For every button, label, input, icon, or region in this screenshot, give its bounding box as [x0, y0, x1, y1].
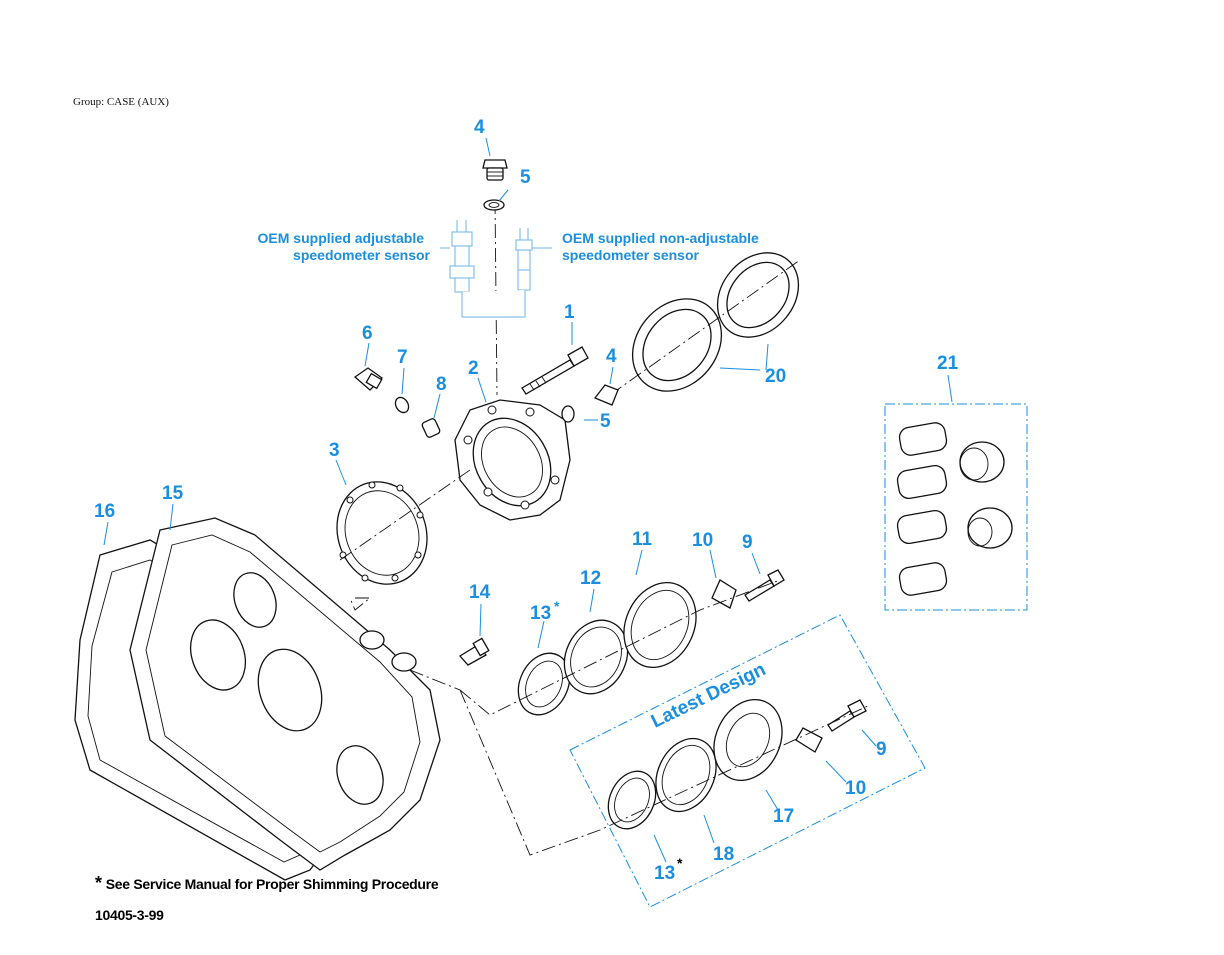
adjustable-sensor-label-1: OEM supplied adjustable — [258, 230, 425, 246]
callout-6: 6 — [362, 323, 373, 344]
part-1-bolt — [521, 346, 589, 395]
callout-15: 15 — [162, 483, 184, 504]
callout-10-latest: 10 — [845, 778, 866, 799]
part-4-plug-top — [482, 159, 508, 181]
callout-9-latest: 9 — [876, 739, 887, 760]
part-4-plug-side — [593, 384, 619, 406]
part-13-shim — [517, 652, 571, 716]
shimming-footnote: *See Service Manual for Proper Shimming … — [95, 873, 439, 897]
callout-4-side: 4 — [606, 346, 617, 367]
part-18-gasket-latest — [655, 737, 717, 813]
part-10-bracket — [711, 579, 737, 609]
speedometer-sensor-group — [440, 159, 552, 396]
callout-13-star: * — [554, 598, 560, 614]
callout-12: 12 — [580, 568, 601, 589]
group-label: Group: CASE (AUX) — [73, 96, 169, 108]
part-15-case — [129, 517, 441, 871]
non-adjustable-sensor-label-1: OEM supplied non-adjustable — [562, 230, 759, 246]
latest-design-box — [569, 614, 926, 908]
part-9-bolt — [744, 569, 785, 602]
part-6-plug — [353, 367, 384, 391]
part-10-bracket-latest — [795, 727, 823, 753]
non-adjustable-sensor-icon — [515, 228, 533, 291]
part-8-dowel — [421, 418, 441, 438]
non-adjustable-sensor-label-2: speedometer sensor — [562, 247, 699, 263]
adjustable-sensor-icon — [449, 220, 475, 293]
part-3-gasket — [336, 469, 471, 585]
callout-5-side: 5 — [600, 411, 611, 432]
part-2-housing — [454, 399, 571, 521]
callout-1: 1 — [564, 302, 575, 323]
callout-3: 3 — [329, 440, 340, 461]
part-21-kit-box — [884, 403, 1028, 611]
footnote-star: * — [95, 873, 102, 893]
adjustable-sensor-label-2: speedometer sensor — [293, 247, 430, 263]
part-5-washer-side — [561, 405, 575, 423]
callout-4-top: 4 — [474, 117, 485, 138]
part-11-cover — [623, 581, 697, 669]
callout-11: 11 — [632, 529, 653, 550]
part-9-bolt-latest — [827, 699, 867, 732]
callout-16: 16 — [94, 501, 115, 522]
callout-9: 9 — [742, 532, 753, 553]
callout-17: 17 — [773, 806, 794, 827]
callout-7: 7 — [397, 347, 408, 368]
callout-5-top: 5 — [520, 167, 531, 188]
part-20-seals — [609, 252, 801, 396]
callout-21: 21 — [937, 353, 959, 374]
footnote-text: See Service Manual for Proper Shimming P… — [105, 876, 439, 892]
callout-8: 8 — [436, 374, 447, 395]
callout-13: 13 — [530, 603, 551, 624]
part-5-washer-top — [483, 199, 505, 211]
callout-13-latest: 13 — [654, 863, 675, 884]
part-14-fitting — [458, 637, 490, 666]
callout-18: 18 — [713, 844, 734, 865]
part-17-cover-latest — [713, 698, 783, 782]
part-13-shim-latest — [607, 770, 657, 830]
callout-14: 14 — [469, 582, 491, 603]
part-7-oring — [394, 396, 410, 414]
callout-2: 2 — [468, 358, 479, 379]
callout-20: 20 — [765, 366, 786, 387]
part-21-kit-items — [896, 422, 1013, 596]
callout-10: 10 — [692, 530, 713, 551]
part-12-gasket — [563, 619, 629, 695]
figure-id: 10405-3-99 — [95, 907, 164, 923]
callout-13-latest-star: * — [677, 855, 683, 871]
